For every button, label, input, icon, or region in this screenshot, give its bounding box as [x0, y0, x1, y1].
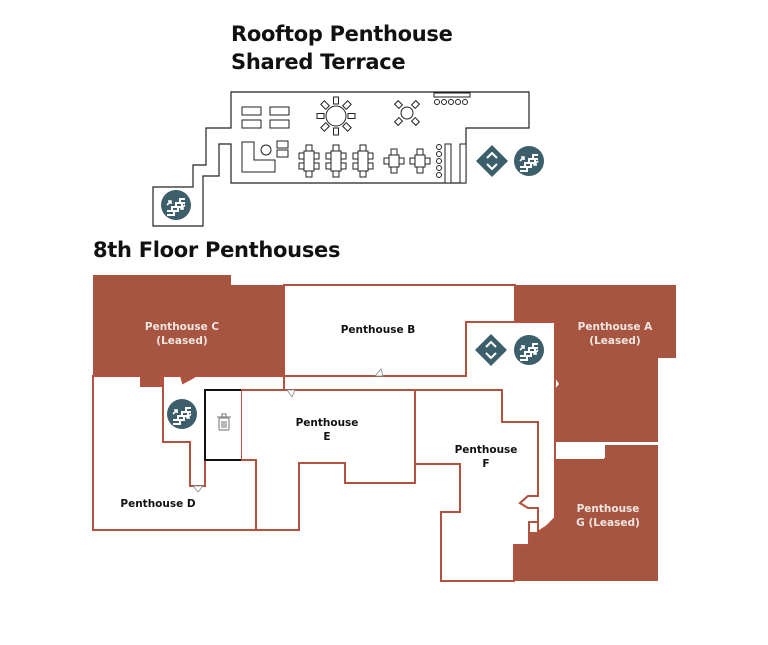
- unit-a-label-2: (Leased): [589, 335, 640, 347]
- round-table-small: [393, 99, 421, 127]
- unit-e[interactable]: [240, 389, 416, 531]
- dining-tables: [298, 144, 431, 178]
- unit-b-label: Penthouse B: [341, 324, 416, 336]
- trash-icon: [217, 413, 231, 431]
- unit-c-label-1: Penthouse C: [145, 321, 220, 333]
- round-table-large: [316, 96, 356, 136]
- unit-e-label-2: E: [323, 431, 330, 443]
- stairs-icon: [513, 334, 545, 366]
- bar-counter: [433, 92, 471, 105]
- stairs-icon: [513, 145, 545, 177]
- unit-g[interactable]: [514, 444, 658, 581]
- floor-8-plan: [92, 275, 676, 582]
- unit-c[interactable]: [93, 275, 284, 386]
- trash-room: [204, 389, 241, 461]
- doors: [192, 368, 384, 493]
- lounge-chairs: [241, 106, 290, 129]
- unit-f-label-2: F: [482, 458, 489, 470]
- loungers: [436, 143, 467, 184]
- unit-labels: Penthouse C (Leased) Penthouse B Penthou…: [120, 321, 653, 529]
- stairs-icon: [166, 398, 198, 430]
- rooftop-title-line1: Rooftop Penthouse: [231, 22, 453, 46]
- rooftop-title-line2: Shared Terrace: [231, 50, 406, 74]
- unit-c-label-2: (Leased): [156, 335, 207, 347]
- unit-e-label-1: Penthouse: [296, 417, 359, 429]
- stairs-icon: [160, 189, 192, 221]
- elevator-lobby: [283, 321, 556, 534]
- unit-f-label-1: Penthouse: [455, 444, 518, 456]
- rooftop-title: Rooftop Penthouse Shared Terrace: [231, 20, 453, 76]
- rooftop-terrace: [152, 91, 530, 227]
- unit-a-label-1: Penthouse A: [578, 321, 654, 333]
- terrace-outline: [152, 91, 530, 227]
- sectional-sofa: [241, 140, 289, 173]
- unit-g-label-2: G (Leased): [576, 517, 640, 529]
- unit-g-label-1: Penthouse: [577, 503, 640, 515]
- unit-d-label: Penthouse D: [120, 498, 196, 510]
- floor-title: 8th Floor Penthouses: [93, 238, 341, 262]
- elevator-icon: [475, 144, 509, 178]
